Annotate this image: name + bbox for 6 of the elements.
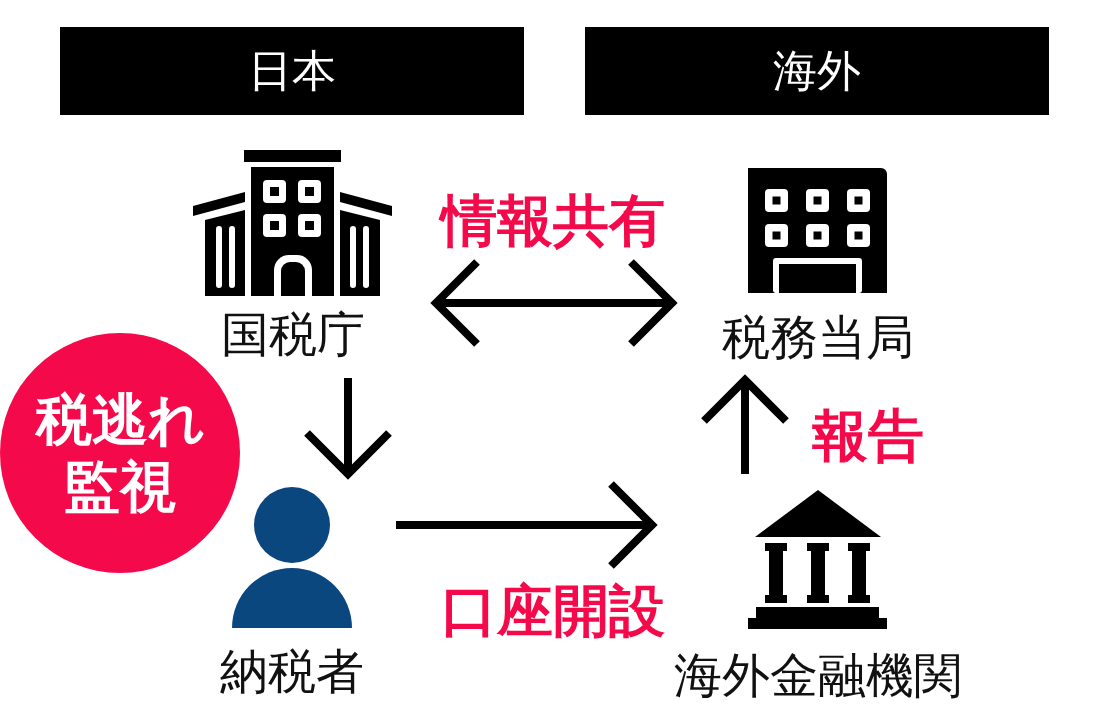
node-label: 納税者 xyxy=(220,644,364,700)
header-band: 海外 xyxy=(585,27,1049,115)
node-label: 海外金融機関 xyxy=(673,648,962,704)
node-label: 税務当局 xyxy=(721,310,914,366)
double-arrow xyxy=(432,258,676,348)
header-band: 日本 xyxy=(60,27,524,115)
